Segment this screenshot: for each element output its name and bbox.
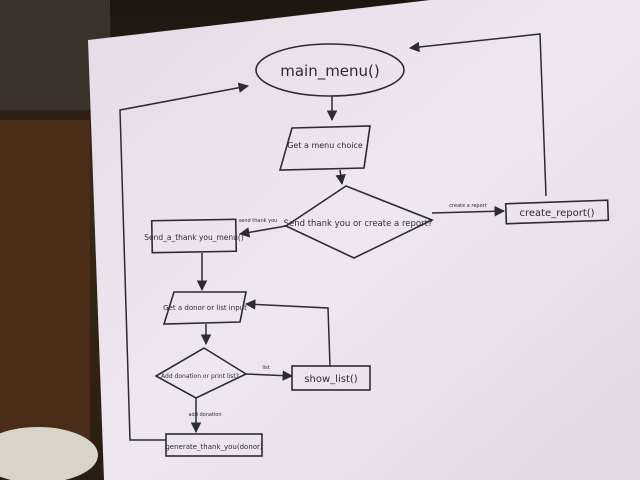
create-report-label: create_report() [519,208,594,219]
main-menu-label: main_menu() [280,62,380,81]
thank-you-edge-label: send thank you [239,218,278,224]
thank-you-menu-label: Send_a_thank you_menu() [144,233,244,242]
main-decision-diamond [284,185,434,259]
generate-email-box [165,433,263,457]
whiteboard [88,0,640,480]
donor-input-label: Get a donor or list input [163,304,247,312]
arrow-to-thank-you [238,225,287,238]
add-edge-label: add donation [188,412,221,418]
create-report-box [504,199,610,225]
arrow-choice-to-decision [335,169,346,186]
main-menu-oval [255,43,405,97]
chair-back [0,427,98,480]
donor-decision-label: Add donation or print list? [161,373,239,380]
donor-input-box [162,291,247,325]
menu-choice-box [278,125,371,171]
main-decision-label: Send thank you or create a report? [284,219,433,229]
arrow-to-create-report [431,206,506,217]
arrow-to-show-list [245,370,294,381]
list-edge-label: list [262,365,269,371]
arrow-generate-to-menu [119,82,250,441]
door-frame [0,120,90,440]
show-list-label: show_list() [304,374,357,385]
menu-choice-label: Get a menu choice [287,141,363,150]
thank-you-menu-box [150,218,238,254]
arrow-show-list-to-input [244,299,331,367]
create-report-edge-label: create a report [449,203,486,209]
arrow-report-to-menu [408,33,547,197]
show-list-box [291,365,371,391]
generate-email-label: generate_thank_you(donor) [165,443,263,451]
